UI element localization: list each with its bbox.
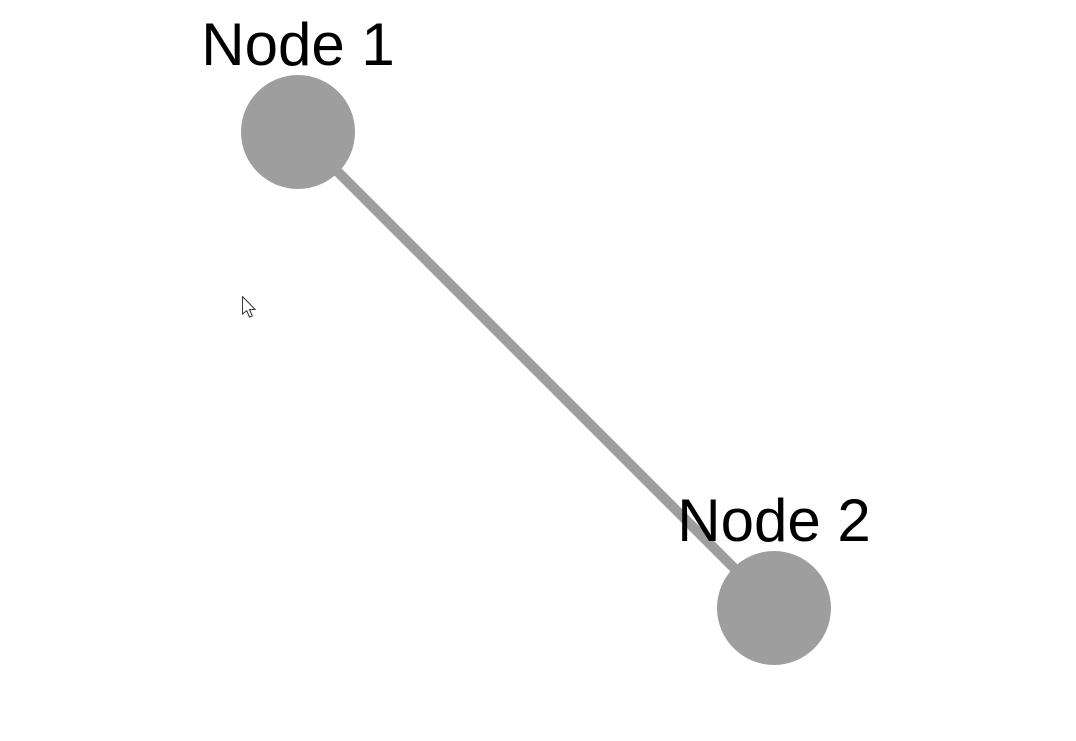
graph-node-label-n1: Node 1 (201, 11, 394, 78)
graph-node-n1[interactable] (241, 75, 355, 189)
graph-edge-n1-n2[interactable] (294, 128, 778, 612)
graph-node-label-n2: Node 2 (677, 487, 870, 554)
graph-node-n2[interactable] (717, 551, 831, 665)
